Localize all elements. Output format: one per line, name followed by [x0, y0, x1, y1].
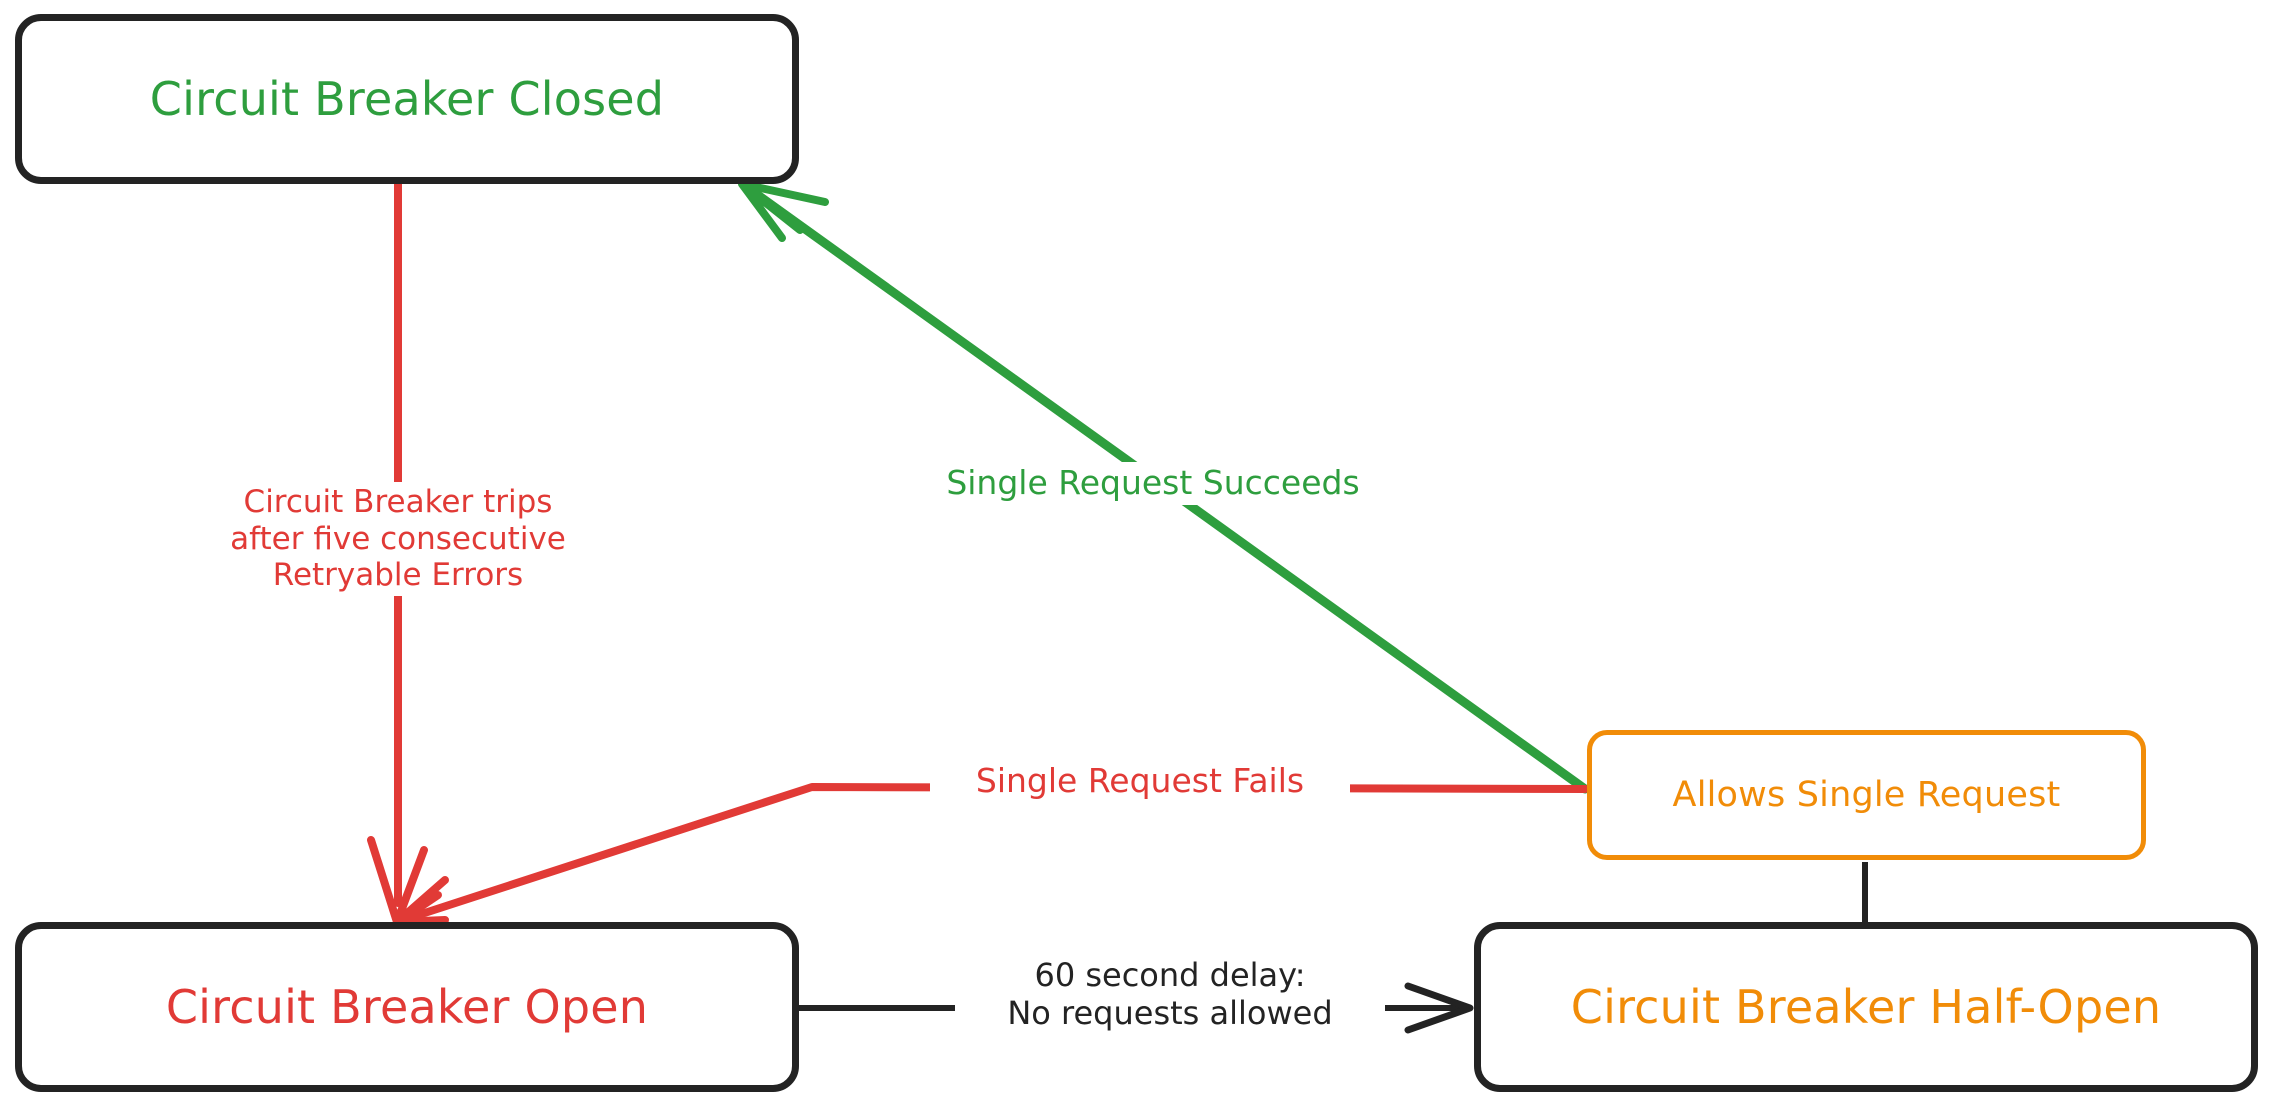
node-allows-single-request-label: Allows Single Request: [1672, 774, 2061, 815]
node-circuit-breaker-half-open[interactable]: Circuit Breaker Half-Open: [1474, 922, 2258, 1092]
node-circuit-breaker-half-open-label: Circuit Breaker Half-Open: [1570, 979, 2162, 1034]
node-circuit-breaker-open[interactable]: Circuit Breaker Open: [15, 922, 799, 1092]
edge-label-60-second-delay: 60 second delay: No requests allowed: [955, 955, 1385, 1035]
node-circuit-breaker-closed[interactable]: Circuit Breaker Closed: [15, 14, 799, 184]
node-circuit-breaker-open-label: Circuit Breaker Open: [165, 979, 649, 1034]
edge-label-circuit-breaker-trips: Circuit Breaker trips after five consecu…: [172, 482, 624, 596]
edge-label-single-request-succeeds: Single Request Succeeds: [908, 462, 1398, 505]
edge-label-single-request-fails: Single Request Fails: [930, 760, 1350, 803]
edge-allows-to-open: [394, 783, 1589, 939]
node-circuit-breaker-closed-label: Circuit Breaker Closed: [149, 71, 665, 126]
node-allows-single-request[interactable]: Allows Single Request: [1587, 730, 2146, 860]
